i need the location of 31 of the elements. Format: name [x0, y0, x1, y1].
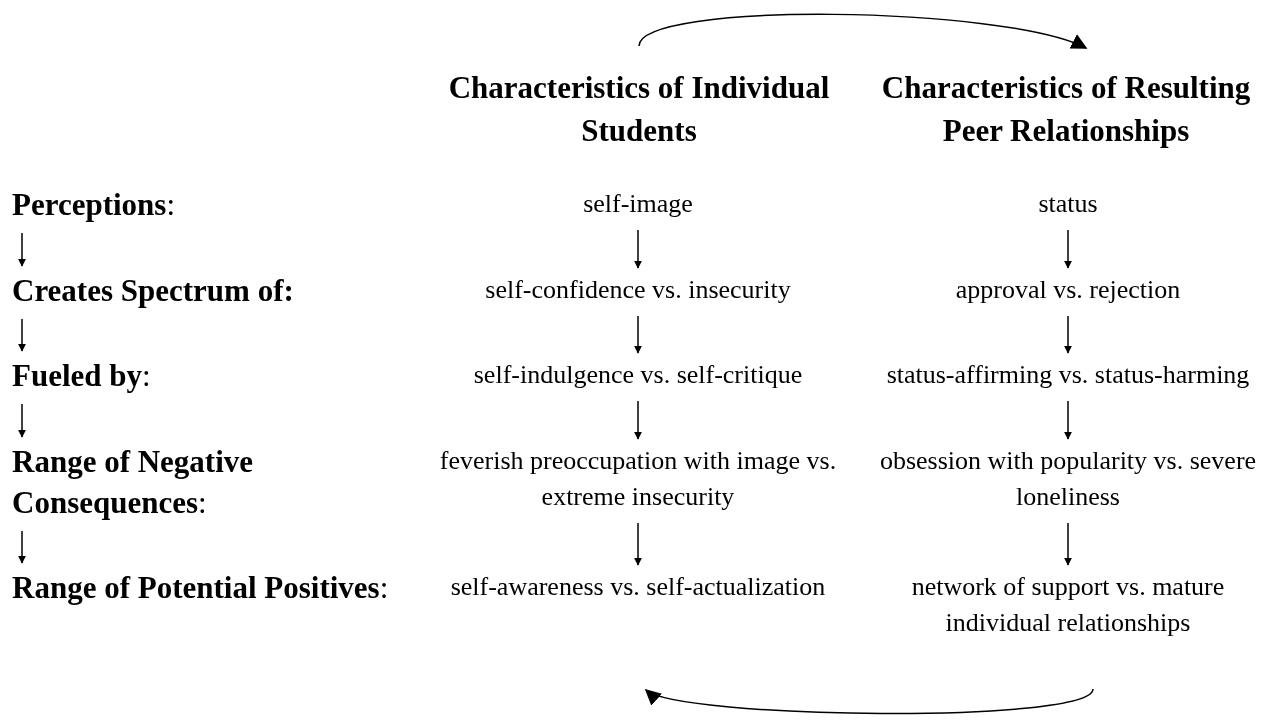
- arrow: [1064, 400, 1072, 440]
- cell-text: feverish preoccupation with image vs. extreme insecurity: [438, 443, 838, 515]
- arrow: [18, 403, 26, 438]
- arrow: [1064, 522, 1072, 566]
- cell-text: status: [870, 186, 1266, 222]
- row-label: Range of Potential Positives:: [12, 567, 427, 608]
- row-label: Range of Negative Consequences:: [12, 441, 427, 523]
- arrow: [638, 13, 1088, 51]
- cell-text: status-affirming vs. status-harming: [870, 357, 1266, 393]
- arrow: [18, 318, 26, 352]
- arrow: [18, 530, 26, 564]
- arrow: [634, 229, 642, 269]
- row-label: Fueled by:: [12, 355, 427, 396]
- row-label: Perceptions:: [12, 184, 427, 225]
- cell-text: self-indulgence vs. self-critique: [438, 357, 838, 393]
- cell-text: approval vs. rejection: [870, 272, 1266, 308]
- arrow: [634, 400, 642, 440]
- column-heading: Characteristics of Resulting Peer Relationships: [866, 66, 1266, 152]
- cell-text: self-awareness vs. self-actualization: [438, 569, 838, 605]
- arrow: [1064, 229, 1072, 269]
- arrow: [18, 232, 26, 267]
- arrow: [644, 688, 1094, 715]
- cell-text: network of support vs. mature individual relationships: [870, 569, 1266, 641]
- cell-text: self-confidence vs. insecurity: [438, 272, 838, 308]
- arrow: [634, 315, 642, 354]
- arrow: [1064, 315, 1072, 354]
- row-label: Creates Spectrum of:: [12, 270, 427, 311]
- cell-text: self-image: [438, 186, 838, 222]
- cell-text: obsession with popularity vs. severe loneliness: [870, 443, 1266, 515]
- column-heading: Characteristics of Individual Students: [439, 66, 839, 152]
- arrow: [634, 522, 642, 566]
